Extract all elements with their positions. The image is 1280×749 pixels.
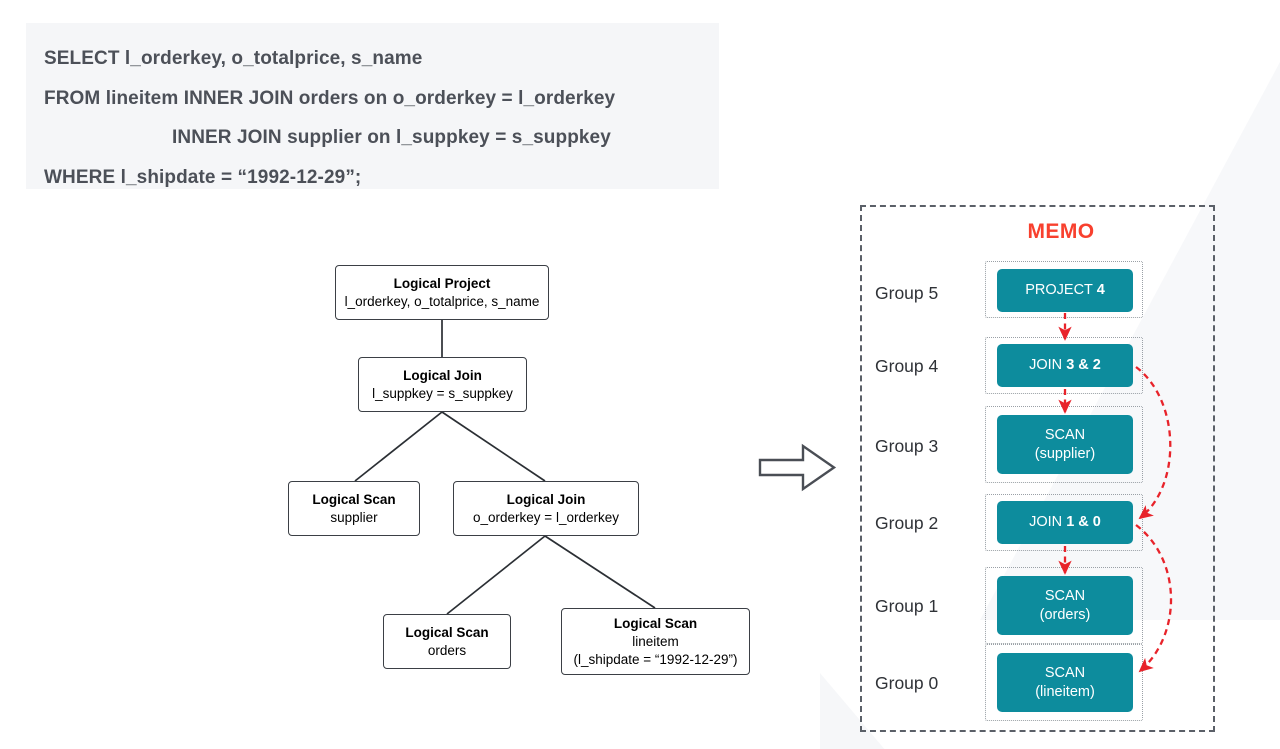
memo-op-name: JOIN [1029, 514, 1063, 530]
memo-op-label: JOIN 1 & 0 [1029, 513, 1101, 532]
tree-node-logical-scan-lineitem[interactable]: Logical Scan lineitem (l_shipdate = “199… [561, 608, 750, 675]
tree-node-title: Logical Join [506, 491, 586, 507]
sql-line-where: WHERE l_shipdate = “1992-12-29”; [44, 166, 362, 188]
memo-op-args: 4 [1096, 282, 1105, 298]
tree-node-detail: l_orderkey, o_totalprice, s_name [344, 293, 540, 309]
memo-op-name: SCAN [1044, 426, 1086, 443]
memo-op-sub: (lineitem) [1035, 683, 1095, 700]
group-label-3: Group 3 [875, 436, 939, 456]
sql-line-inner-join: INNER JOIN supplier on l_suppkey = s_sup… [172, 127, 611, 148]
memo-op-name: PROJECT [1025, 282, 1093, 298]
memo-op-label: PROJECT 4 [1025, 281, 1105, 300]
memo-op-join-group4[interactable]: JOIN 3 & 2 [997, 344, 1133, 387]
group-label-1: Group 1 [875, 596, 939, 616]
tree-node-detail: l_suppkey = s_suppkey [372, 385, 513, 401]
tree-node-logical-join-orderkey[interactable]: Logical Join o_orderkey = l_orderkey [453, 481, 639, 536]
tree-node-logical-join-suppkey[interactable]: Logical Join l_suppkey = s_suppkey [358, 357, 527, 412]
group-label-0: Group 0 [875, 673, 939, 693]
memo-op-scan-group3[interactable]: SCAN (supplier) [997, 415, 1133, 474]
memo-op-join-group2[interactable]: JOIN 1 & 0 [997, 501, 1133, 544]
memo-title: MEMO [1027, 220, 1095, 243]
memo-op-args: 3 & 2 [1066, 357, 1101, 373]
group-label-2: Group 2 [875, 513, 939, 533]
tree-node-logical-scan-orders[interactable]: Logical Scan orders [383, 614, 511, 669]
tree-node-title: Logical Scan [405, 624, 489, 640]
sql-line-from: FROM lineitem INNER JOIN orders on o_ord… [44, 87, 616, 109]
tree-node-detail: o_orderkey = l_orderkey [473, 509, 619, 525]
tree-node-detail: orders [427, 642, 467, 658]
group-label-4: Group 4 [875, 356, 939, 376]
memo-op-label: JOIN 3 & 2 [1029, 356, 1101, 375]
memo-op-args: 1 & 0 [1066, 514, 1101, 530]
tree-node-detail-filter: (l_shipdate = “1992-12-29”) [573, 651, 738, 667]
sql-line-select: SELECT l_orderkey, o_totalprice, s_name [44, 48, 423, 69]
memo-op-name: SCAN [1044, 587, 1086, 604]
tree-node-title: Logical Scan [312, 491, 396, 507]
tree-connector-lines [354, 320, 656, 615]
tree-node-detail: lineitem [632, 633, 679, 649]
memo-op-scan-group0[interactable]: SCAN (lineitem) [997, 653, 1133, 712]
memo-op-sub: (orders) [1039, 606, 1091, 623]
sql-query-block: SELECT l_orderkey, o_totalprice, s_name … [26, 23, 719, 189]
right-block-arrow-icon [758, 443, 837, 492]
group-slot-0 [985, 644, 1143, 721]
memo-panel [860, 205, 1215, 732]
tree-node-logical-scan-supplier[interactable]: Logical Scan supplier [288, 481, 420, 536]
memo-op-scan-group1[interactable]: SCAN (orders) [997, 576, 1133, 635]
tree-node-logical-project[interactable]: Logical Project l_orderkey, o_totalprice… [335, 265, 549, 320]
group-label-5: Group 5 [875, 283, 939, 303]
memo-op-name: JOIN [1029, 357, 1063, 373]
memo-op-project-group5[interactable]: PROJECT 4 [997, 269, 1133, 312]
memo-op-name: SCAN [1044, 664, 1086, 681]
tree-node-title: Logical Scan [613, 615, 698, 631]
memo-op-sub: (supplier) [1034, 445, 1096, 462]
tree-node-title: Logical Join [403, 367, 482, 383]
tree-node-title: Logical Project [393, 275, 491, 291]
tree-node-detail: supplier [330, 509, 378, 525]
